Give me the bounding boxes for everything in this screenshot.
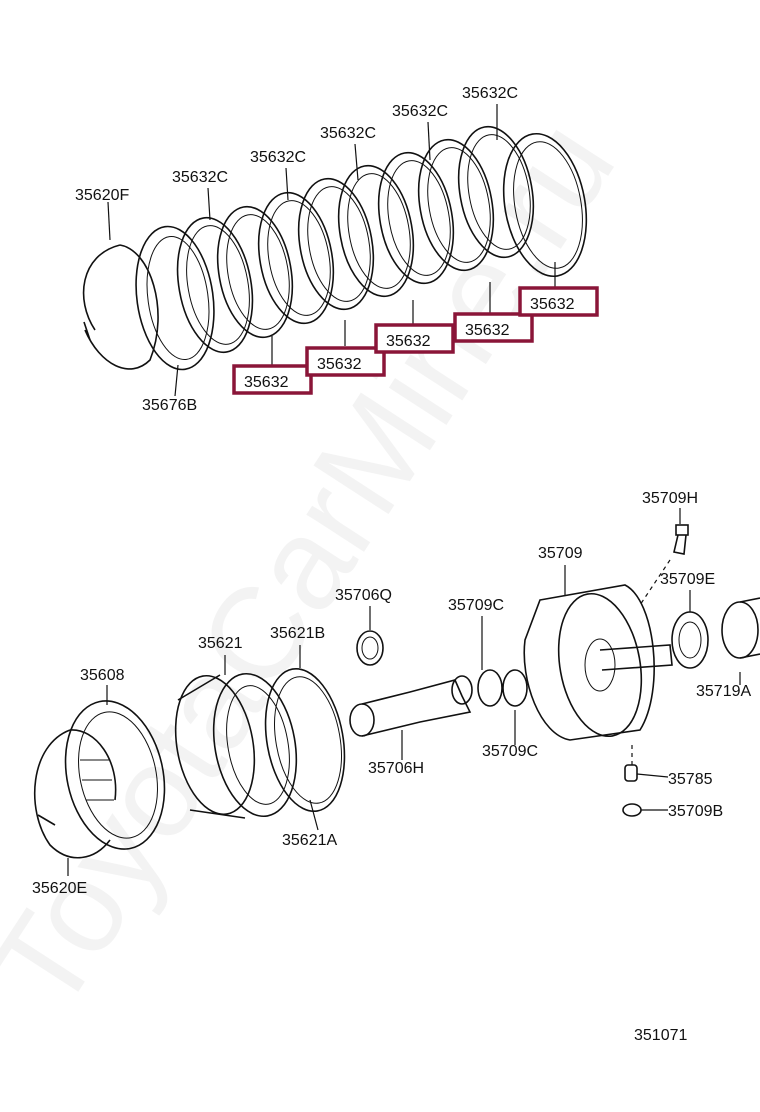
label-35709c-2[interactable]: 35709C xyxy=(482,743,538,760)
watermark: ToyotaCarMine.ru xyxy=(0,95,642,1035)
label-35632-3[interactable]: 35632 xyxy=(386,333,431,350)
label-35709[interactable]: 35709 xyxy=(538,545,583,562)
label-35620f[interactable]: 35620F xyxy=(75,187,129,204)
label-35632c-3[interactable]: 35632C xyxy=(320,125,376,142)
label-35632c-1[interactable]: 35632C xyxy=(172,169,228,186)
label-35719a[interactable]: 35719A xyxy=(696,683,751,700)
label-35709e[interactable]: 35709E xyxy=(660,571,715,588)
label-35706h[interactable]: 35706H xyxy=(368,760,424,777)
gear-35719a[interactable] xyxy=(721,597,760,659)
label-35632-5[interactable]: 35632 xyxy=(530,296,575,313)
washer-35706q[interactable] xyxy=(356,630,384,666)
label-35620e[interactable]: 35620E xyxy=(32,880,87,897)
one-way-clutch-35608[interactable] xyxy=(52,692,177,859)
highlight-boxes xyxy=(232,286,599,395)
label-35632c-2[interactable]: 35632C xyxy=(250,149,306,166)
label-35632c-4[interactable]: 35632C xyxy=(392,103,448,120)
o-ring-35709b[interactable] xyxy=(622,803,642,817)
label-35709b[interactable]: 35709B xyxy=(668,803,723,820)
label-35632-2[interactable]: 35632 xyxy=(317,356,362,373)
thrust-washer-35621a[interactable] xyxy=(255,662,355,817)
label-35676b[interactable]: 35676B xyxy=(142,397,197,414)
clutch-plates xyxy=(135,125,588,371)
shaft-35706h[interactable] xyxy=(349,675,473,737)
snap-ring-35620e[interactable] xyxy=(33,729,117,859)
highlight-box-5 xyxy=(518,286,599,317)
clutch-pack-assembly xyxy=(82,125,588,371)
label-35621[interactable]: 35621 xyxy=(198,635,243,652)
diagram-id: 351071 xyxy=(634,1027,687,1044)
highlight-box-2 xyxy=(305,346,386,377)
snap-ring-35620f[interactable] xyxy=(82,244,159,370)
highlight-box-3 xyxy=(374,323,455,354)
plug-35785[interactable] xyxy=(624,764,638,782)
highlight-box-1 xyxy=(232,364,313,395)
sun-gear-drum-35709[interactable] xyxy=(523,584,673,743)
label-35632-1[interactable]: 35632 xyxy=(244,374,289,391)
clutch-drum-35621[interactable] xyxy=(165,667,306,823)
label-35785[interactable]: 35785 xyxy=(668,771,713,788)
label-35632-4[interactable]: 35632 xyxy=(465,322,510,339)
label-35709c-1[interactable]: 35709C xyxy=(448,597,504,614)
label-35632c-5[interactable]: 35632C xyxy=(462,85,518,102)
label-35709h[interactable]: 35709H xyxy=(642,490,698,507)
label-35621b[interactable]: 35621B xyxy=(270,625,325,642)
highlight-box-4 xyxy=(453,312,534,343)
part-labels: 35620F 35632C 35632C 35632C 35632C 35632… xyxy=(32,85,751,1044)
label-35621a[interactable]: 35621A xyxy=(282,832,337,849)
label-35608[interactable]: 35608 xyxy=(80,667,125,684)
label-35706q[interactable]: 35706Q xyxy=(335,587,392,604)
washer-35709e[interactable] xyxy=(671,611,709,669)
seal-rings-35709c[interactable] xyxy=(477,669,528,707)
bolt-35709h[interactable] xyxy=(639,524,689,606)
